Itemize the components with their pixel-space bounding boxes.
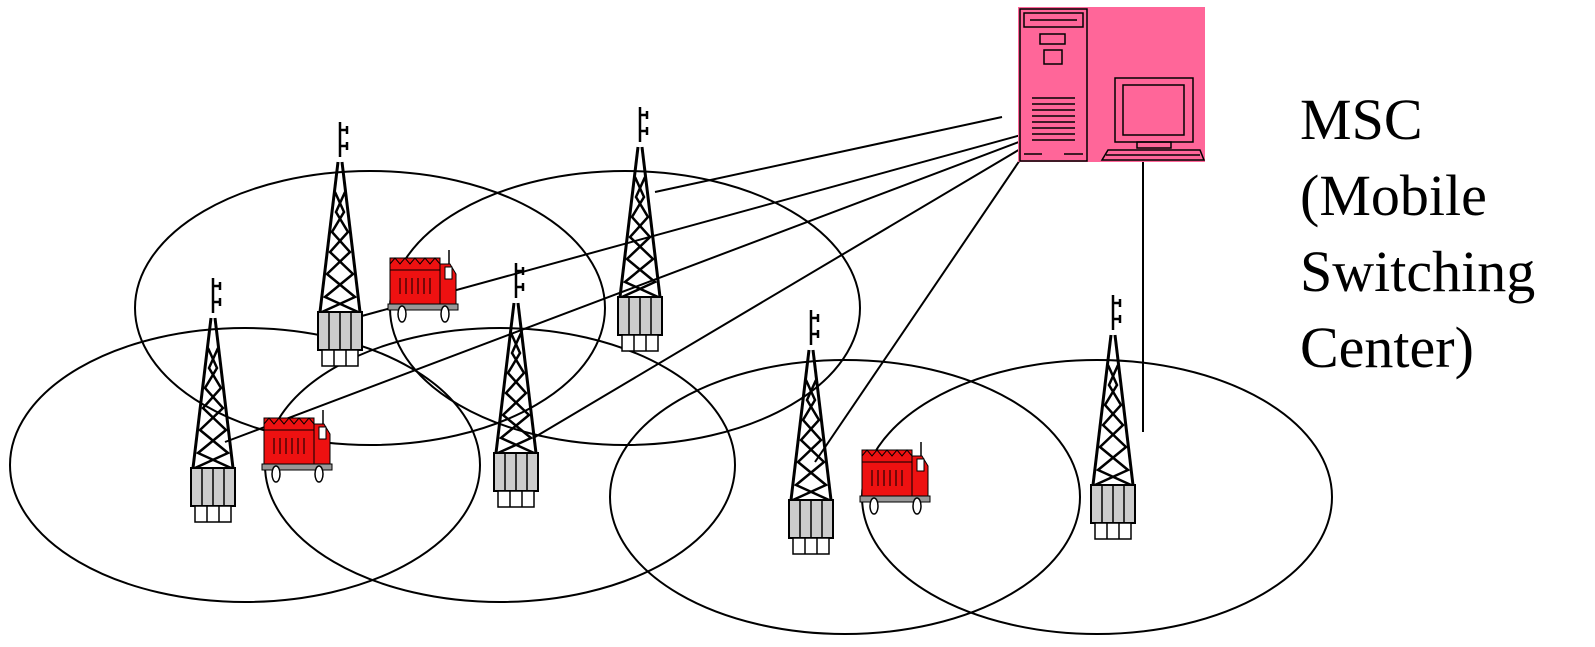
link-line bbox=[814, 159, 1021, 463]
link-line bbox=[534, 141, 1033, 438]
keyboard-icon bbox=[1100, 149, 1206, 161]
msc-label-line: (Mobile bbox=[1300, 163, 1487, 228]
msc-label-line: Switching bbox=[1300, 239, 1536, 304]
msc-label-line: Center) bbox=[1300, 315, 1474, 380]
monitor-icon bbox=[1114, 77, 1194, 149]
tower-icon bbox=[492, 261, 540, 509]
msc-computer bbox=[1018, 7, 1206, 162]
msc-links bbox=[224, 116, 1144, 463]
cell-area-3 bbox=[9, 327, 481, 603]
fire-truck-icon bbox=[387, 249, 459, 323]
tower-icon bbox=[316, 120, 364, 368]
fire-truck-icon bbox=[261, 409, 333, 483]
cell-area-1 bbox=[134, 170, 606, 446]
tower-icon bbox=[787, 308, 835, 556]
msc-label: MSC (Mobile Switching Center) bbox=[1300, 82, 1535, 386]
server-icon bbox=[1019, 8, 1088, 162]
link-line bbox=[224, 136, 1033, 443]
tower-icon bbox=[1089, 293, 1137, 541]
cell-area-5 bbox=[609, 359, 1081, 635]
fire-truck-icon bbox=[859, 441, 931, 515]
link-line bbox=[654, 116, 1003, 193]
msc-label-line: MSC bbox=[1300, 87, 1423, 152]
tower-icon bbox=[616, 105, 664, 353]
